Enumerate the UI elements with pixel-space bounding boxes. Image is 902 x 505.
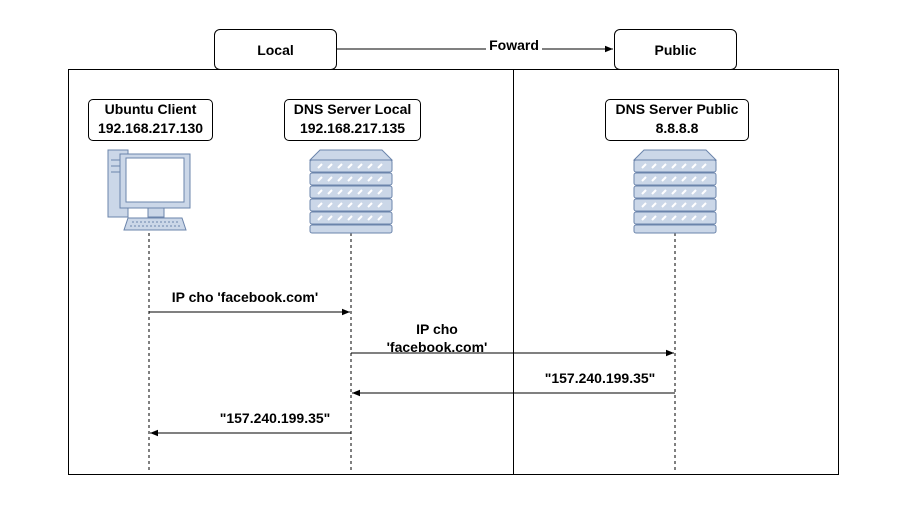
local-zone-label: Local xyxy=(257,41,294,58)
public-zone-label: Public xyxy=(654,41,697,58)
message-label-2-line1: IP cho xyxy=(416,321,458,337)
dns-local-name: DNS Server Local xyxy=(293,101,412,117)
message-label-2-line2: 'facebook.com' xyxy=(386,339,488,355)
desktop-computer-icon xyxy=(107,149,191,231)
diagram-frame xyxy=(68,69,839,475)
dns-public-label: DNS Server Public 8.8.8.8 xyxy=(605,99,749,141)
public-zone-box: Public xyxy=(614,29,737,70)
client-label: Ubuntu Client 192.168.217.130 xyxy=(88,99,213,141)
server-rack-icon xyxy=(308,149,394,234)
forward-label: Foward xyxy=(486,37,542,53)
zone-divider xyxy=(513,69,514,474)
message-label-3: "157.240.199.35" xyxy=(544,370,656,386)
client-ip: 192.168.217.130 xyxy=(97,120,204,136)
dns-local-label: DNS Server Local 192.168.217.135 xyxy=(284,99,421,141)
dns-public-name: DNS Server Public xyxy=(615,101,739,117)
message-label-2: IP cho 'facebook.com' xyxy=(362,320,512,356)
server-rack-icon xyxy=(632,149,718,234)
client-name: Ubuntu Client xyxy=(104,101,197,117)
message-label-1: IP cho 'facebook.com' xyxy=(171,289,319,305)
dns-public-ip: 8.8.8.8 xyxy=(655,120,699,136)
message-label-4: "157.240.199.35" xyxy=(219,410,331,426)
dns-local-ip: 192.168.217.135 xyxy=(299,120,406,136)
